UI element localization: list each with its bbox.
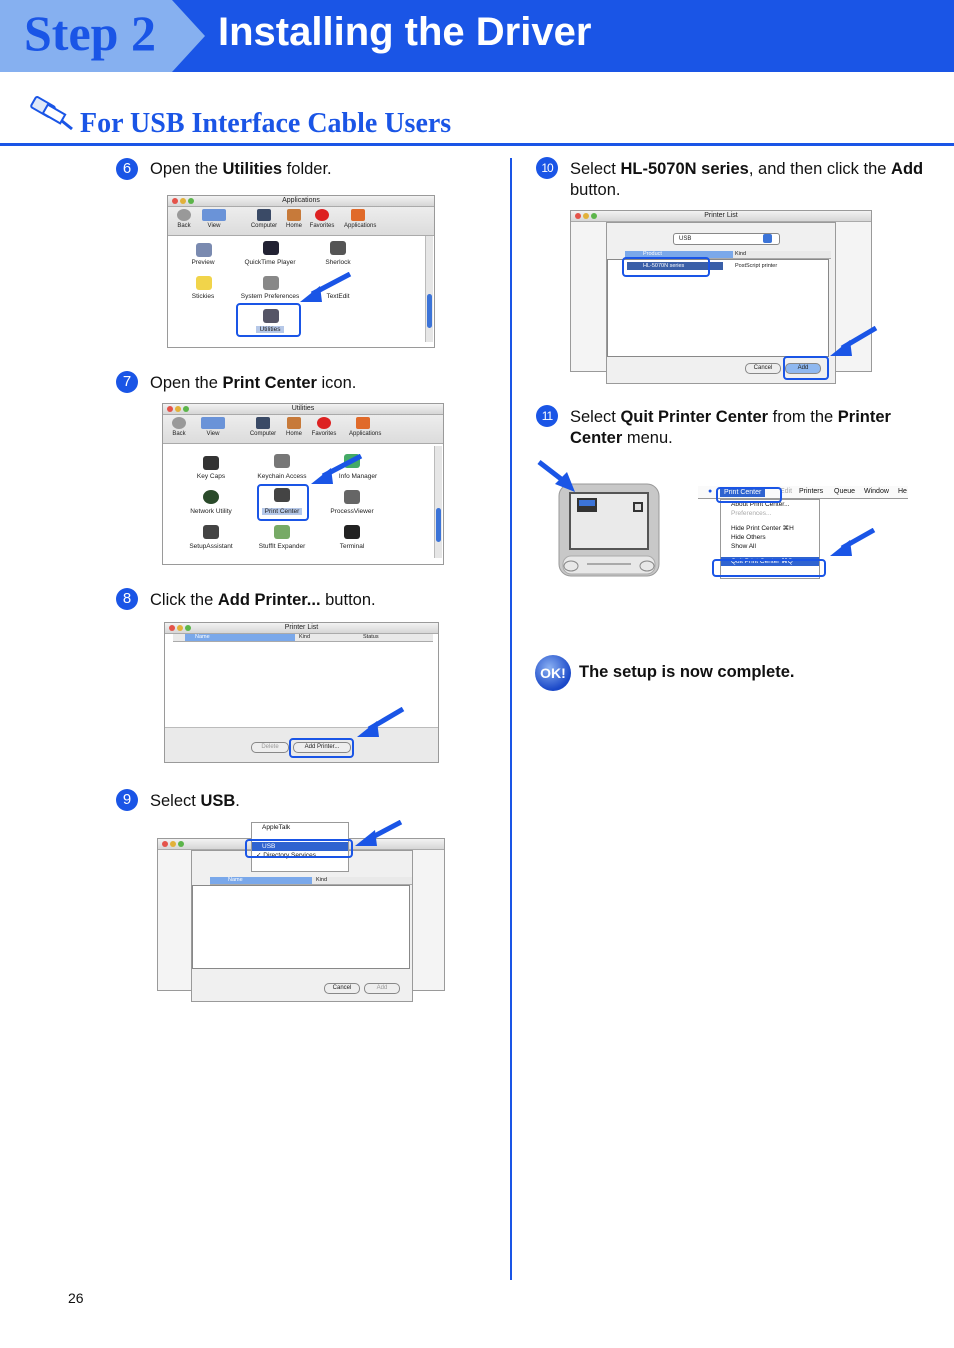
- add-button-highlight: [783, 356, 829, 380]
- step-number-8: 8: [116, 588, 138, 610]
- print-center-menu-highlight: [716, 487, 782, 503]
- step-number-10: 10: [536, 157, 558, 179]
- usb-highlight: [245, 839, 353, 858]
- step-label: Step 2: [24, 5, 156, 61]
- step-number-11: 11: [536, 405, 558, 427]
- add-button: Add: [785, 363, 821, 374]
- ok-badge-icon: OK!: [535, 655, 571, 691]
- pointer-arrow-icon: [537, 460, 575, 492]
- step-number-9: 9: [116, 789, 138, 811]
- step-10-text: Select HL-5070N series, and then click t…: [570, 160, 924, 199]
- menu-bar: ● Print Center Edit Printers Queue Windo…: [698, 486, 908, 499]
- print-center-highlight: [257, 484, 309, 521]
- completion-text: The setup is now complete.: [579, 663, 795, 681]
- print-center-menu: About Print Center... Preferences... Hid…: [720, 499, 820, 579]
- delete-button: Delete: [251, 742, 289, 753]
- page-header: Step 2 Installing the Driver: [0, 0, 954, 72]
- monitor-illustration: [535, 458, 665, 580]
- step-11-text: Select Quit Printer Center from the Prin…: [570, 408, 891, 447]
- usb-popup: USB: [673, 233, 780, 245]
- connection-popup-menu: AppleTalk USB ✓ Directory Services: [251, 822, 349, 872]
- add-printer-highlight: [289, 738, 354, 758]
- pointer-arrow-icon: [355, 820, 403, 846]
- pointer-arrow-icon: [311, 454, 363, 484]
- pointer-arrow-icon: [300, 272, 352, 302]
- step-8-text: Click the Add Printer... button.: [150, 591, 376, 609]
- add-printer-button: Add Printer...: [293, 742, 351, 753]
- applications-window-screenshot: Applications Back View Computer Home Fav…: [167, 195, 435, 348]
- hl5070n-highlight: [622, 257, 710, 277]
- section-rule: [0, 143, 954, 146]
- apple-menu-icon: ●: [708, 488, 713, 495]
- pointer-arrow-icon: [357, 707, 405, 737]
- step-9-text: Select USB.: [150, 792, 240, 810]
- page-number: 26: [68, 1290, 84, 1306]
- add-button: Add: [364, 983, 400, 994]
- column-divider: [510, 158, 512, 1280]
- step-number-7: 7: [116, 371, 138, 393]
- quit-menu-screenshot: ● Print Center Edit Printers Queue Windo…: [698, 486, 913, 581]
- cancel-button: Cancel: [745, 363, 781, 374]
- printer-list-screenshot: Printer List Name Kind Status Delete Add…: [164, 622, 439, 763]
- page-title: Installing the Driver: [218, 10, 592, 54]
- section-title: For USB Interface Cable Users: [80, 108, 452, 139]
- step-6-text: Open the Utilities folder.: [150, 160, 332, 178]
- step-7-text: Open the Print Center icon.: [150, 374, 357, 392]
- usb-cable-icon: [30, 96, 73, 131]
- add-printer-screenshot: Printer List USB Product Kind HL-5070N s…: [570, 210, 880, 385]
- utilities-window-screenshot: Utilities Back View Computer Home Favori…: [162, 403, 444, 565]
- step-number-6: 6: [116, 158, 138, 180]
- utilities-highlight: [236, 303, 301, 337]
- pointer-arrow-icon: [830, 326, 878, 356]
- pointer-arrow-icon: [830, 528, 876, 556]
- step-tab: Step 2: [0, 0, 205, 72]
- cancel-button: Cancel: [324, 983, 360, 994]
- usb-select-screenshot: Name Kind Cancel Add AppleTalk USB ✓ Dir…: [157, 820, 447, 1005]
- quit-highlight: [712, 559, 826, 577]
